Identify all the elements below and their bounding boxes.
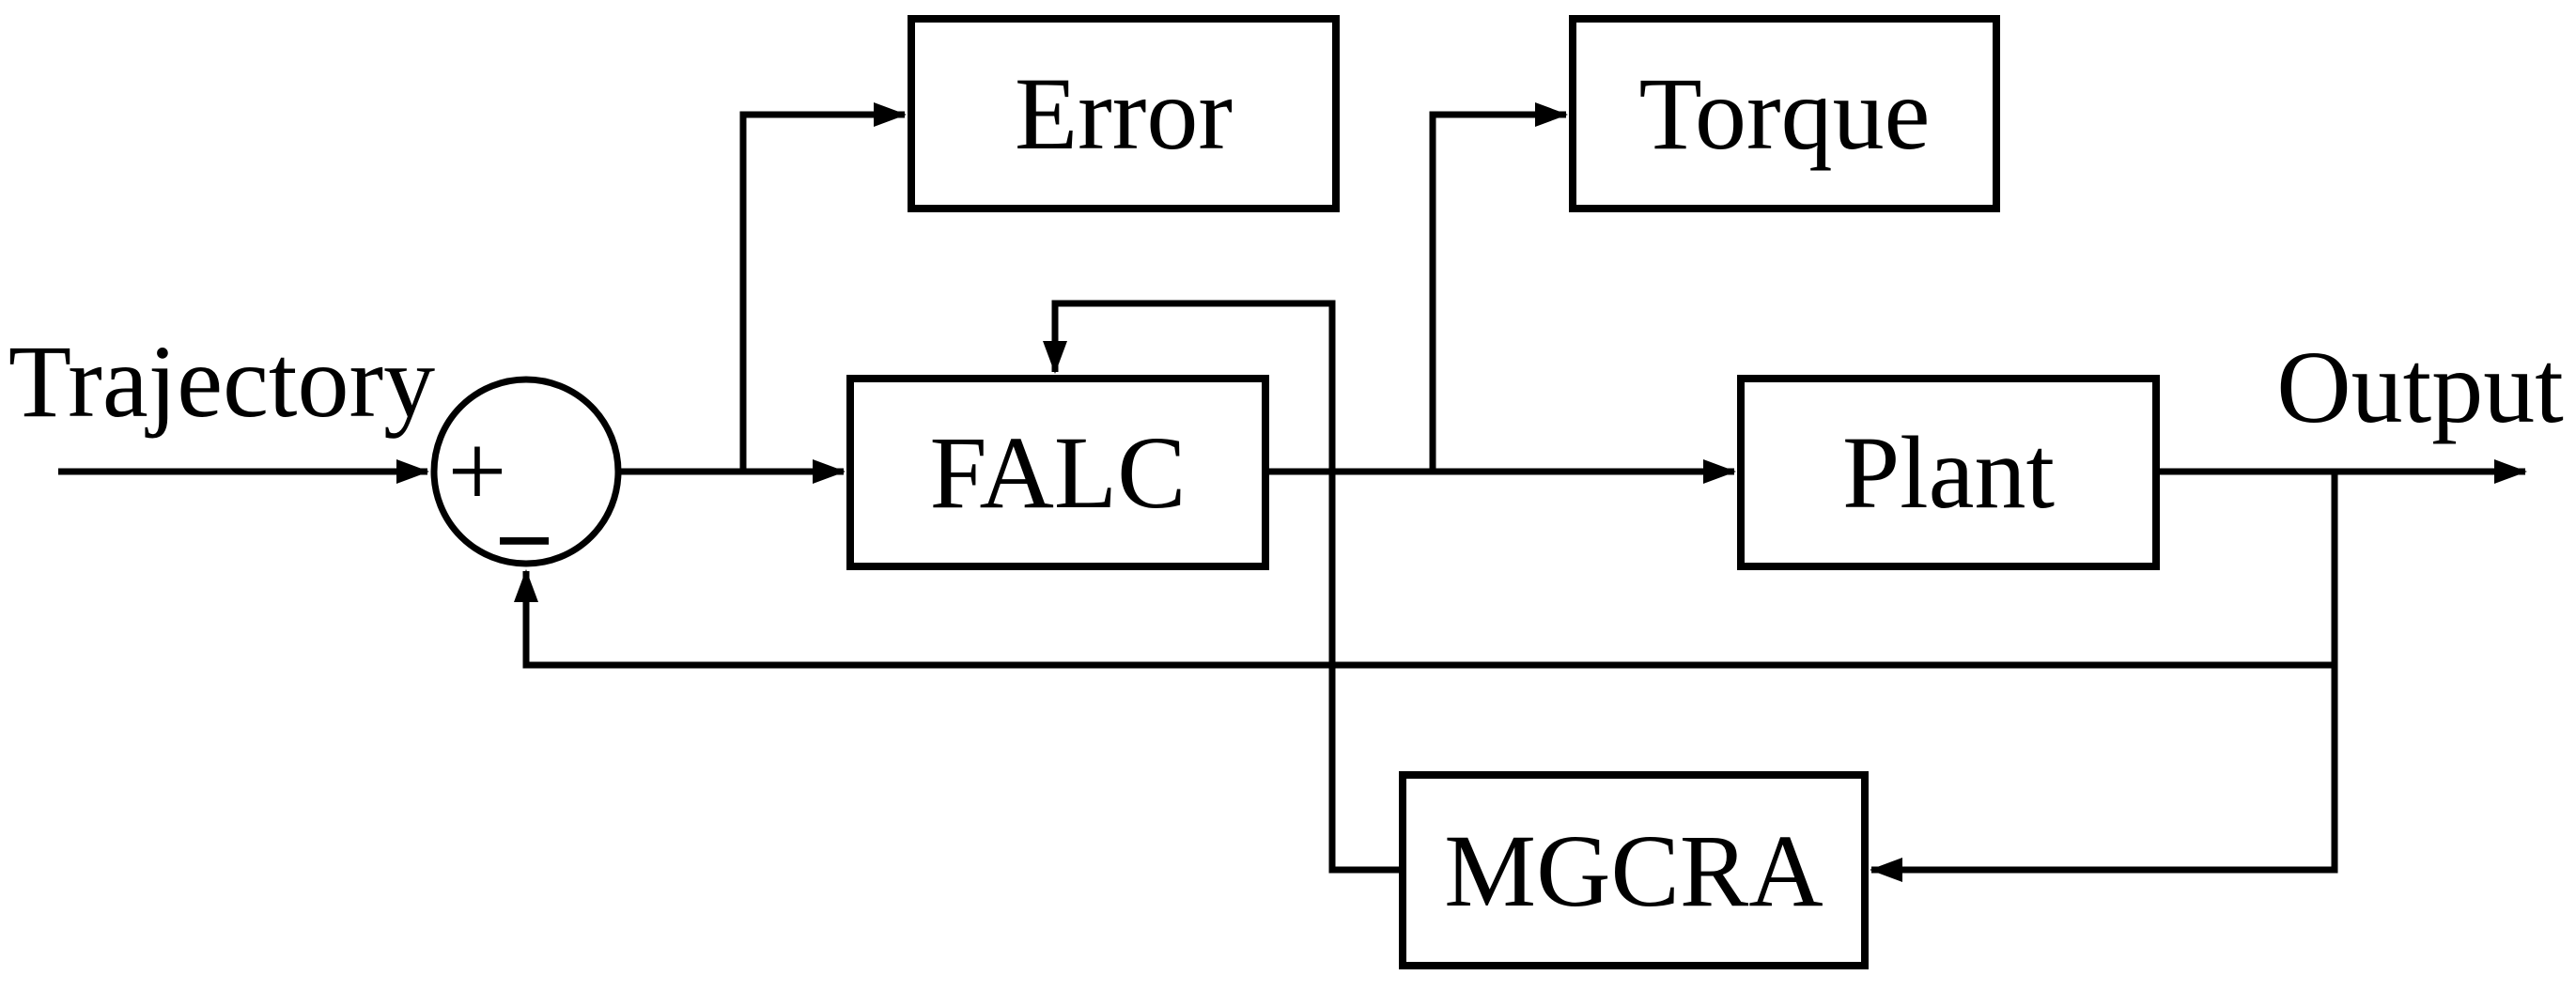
mgcra-to-falc-arrow	[1043, 300, 1403, 874]
mgcra-block-label: MGCRA	[1444, 813, 1823, 928]
feedback-to-minus-arrow	[514, 569, 2335, 669]
output-to-mgcra-arrow	[1870, 472, 2338, 882]
falc-block-label: FALC	[929, 415, 1187, 530]
torque-box	[1569, 15, 2000, 212]
error-block-label: Error	[1014, 56, 1234, 171]
summing-minus-sign: −	[494, 483, 554, 599]
torque-block-label: Torque	[1638, 56, 1931, 171]
torque-branch-arrow	[1429, 102, 1568, 472]
output-label: Output	[2276, 330, 2564, 444]
summing-junction-circle	[430, 376, 622, 567]
error-box	[908, 15, 1340, 212]
error-branch-arrow	[739, 102, 907, 472]
summing-plus-sign: +	[447, 413, 507, 530]
trajectory-label: Trajectory	[8, 324, 436, 439]
plant-block-label: Plant	[1841, 415, 2056, 530]
